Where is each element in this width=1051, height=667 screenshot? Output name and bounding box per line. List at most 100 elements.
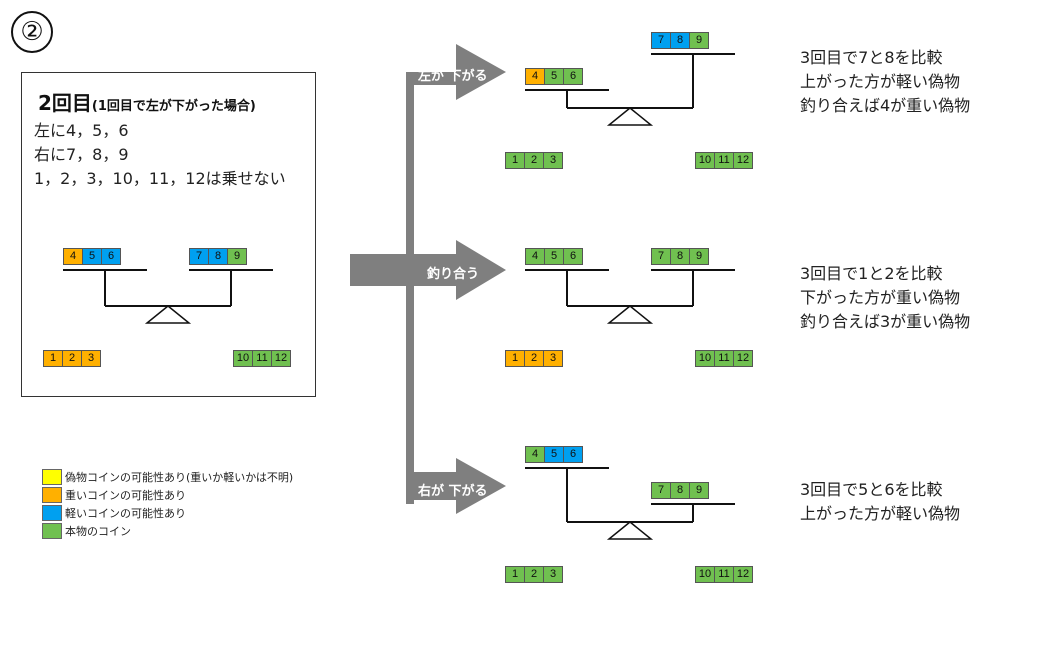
coin-9: 9 bbox=[689, 32, 709, 49]
coin-3: 3 bbox=[81, 350, 101, 367]
coin-5: 5 bbox=[544, 446, 564, 463]
outcome-label-balanced: 釣り合う bbox=[427, 267, 480, 282]
coin-4: 4 bbox=[525, 446, 545, 463]
result-line: 3回目で5と6を比較 bbox=[800, 480, 943, 499]
coin-7: 7 bbox=[189, 248, 209, 265]
arrow-stem-horizontal bbox=[350, 254, 406, 286]
coin-7: 7 bbox=[651, 32, 671, 49]
coin-8: 8 bbox=[208, 248, 228, 265]
coin-10: 10 bbox=[695, 350, 715, 367]
panel-title-main: 2回目 bbox=[38, 91, 92, 115]
scale-beam bbox=[525, 269, 735, 324]
result-description-left-down: 3回目で7と8を比較 上がった方が軽い偽物 釣り合えば4が重い偽物 bbox=[800, 46, 970, 118]
coin-3: 3 bbox=[543, 350, 563, 367]
result-line: 3回目で1と2を比較 bbox=[800, 264, 943, 283]
legend-light: 軽いコインの可能性あり bbox=[42, 505, 186, 521]
coin-4: 4 bbox=[525, 68, 545, 85]
panel-title-note: (1回目で左が下がった場合) bbox=[91, 99, 256, 114]
coin-6: 6 bbox=[101, 248, 121, 265]
coin-5: 5 bbox=[82, 248, 102, 265]
result-line: 上がった方が軽い偽物 bbox=[800, 504, 961, 523]
coin-3: 3 bbox=[543, 152, 563, 169]
legend-genuine: 本物のコイン bbox=[42, 523, 131, 539]
legend-unknown: 偽物コインの可能性あり(重いか軽いかは不明) bbox=[42, 469, 293, 485]
fulcrum bbox=[606, 521, 654, 540]
coin-9: 9 bbox=[227, 248, 247, 265]
coin-9: 9 bbox=[689, 482, 709, 499]
second-weighing-panel: 2回目(1回目で左が下がった場合) 左に4，5，6 右に7，8，9 1，2，3，… bbox=[21, 72, 316, 397]
arrow-head-balanced bbox=[406, 240, 506, 300]
coin-7: 7 bbox=[651, 482, 671, 499]
step-number: ② bbox=[11, 11, 53, 53]
scale-beam bbox=[525, 467, 735, 540]
arrow-head-left-down bbox=[406, 44, 506, 100]
branch-arrows bbox=[350, 44, 506, 514]
coin-12: 12 bbox=[271, 350, 291, 367]
legend-label: 軽いコインの可能性あり bbox=[65, 507, 186, 520]
coin-5: 5 bbox=[544, 248, 564, 265]
coin-7: 7 bbox=[651, 248, 671, 265]
coin-10: 10 bbox=[695, 152, 715, 169]
coin-8: 8 bbox=[670, 32, 690, 49]
coin-4: 4 bbox=[525, 248, 545, 265]
outcome-label-right-down: 右が 下がる bbox=[418, 484, 488, 499]
panel-line-left: 左に4，5，6 bbox=[34, 121, 129, 140]
coin-12: 12 bbox=[733, 152, 753, 169]
coin-2: 2 bbox=[524, 350, 544, 367]
coin-1: 1 bbox=[505, 566, 525, 583]
result-line: 3回目で7と8を比較 bbox=[800, 48, 943, 67]
legend-swatch bbox=[42, 487, 62, 503]
fulcrum bbox=[144, 305, 192, 324]
result-line: 下がった方が重い偽物 bbox=[800, 288, 961, 307]
coin-8: 8 bbox=[670, 482, 690, 499]
coin-10: 10 bbox=[695, 566, 715, 583]
coin-1: 1 bbox=[43, 350, 63, 367]
coin-6: 6 bbox=[563, 68, 583, 85]
panel-line-off: 1，2，3，10，11，12は乗せない bbox=[34, 169, 286, 188]
coin-9: 9 bbox=[689, 248, 709, 265]
arrow-head-right-down bbox=[406, 458, 506, 514]
outcome-label-left-down: 左が 下がる bbox=[418, 69, 488, 84]
coin-11: 11 bbox=[714, 566, 734, 583]
legend-swatch bbox=[42, 523, 62, 539]
legend-heavy: 重いコインの可能性あり bbox=[42, 487, 186, 503]
panel-title: 2回目(1回目で左が下がった場合) bbox=[38, 87, 256, 116]
coin-2: 2 bbox=[524, 152, 544, 169]
fulcrum bbox=[606, 305, 654, 324]
result-line: 上がった方が軽い偽物 bbox=[800, 72, 961, 91]
arrow-trunk-vertical bbox=[406, 72, 414, 504]
result-description-balanced: 3回目で1と2を比較 下がった方が重い偽物 釣り合えば3が重い偽物 bbox=[800, 262, 970, 334]
fulcrum bbox=[606, 107, 654, 126]
coin-11: 11 bbox=[252, 350, 272, 367]
coin-11: 11 bbox=[714, 152, 734, 169]
legend-label: 偽物コインの可能性あり(重いか軽いかは不明) bbox=[65, 471, 294, 484]
panel-line-right: 右に7，8，9 bbox=[34, 145, 129, 164]
result-line: 釣り合えば3が重い偽物 bbox=[800, 312, 971, 331]
legend-swatch bbox=[42, 505, 62, 521]
coin-2: 2 bbox=[524, 566, 544, 583]
legend-label: 本物のコイン bbox=[65, 525, 131, 538]
coin-8: 8 bbox=[670, 248, 690, 265]
legend-swatch bbox=[42, 469, 62, 485]
coin-2: 2 bbox=[62, 350, 82, 367]
coin-12: 12 bbox=[733, 350, 753, 367]
coin-11: 11 bbox=[714, 350, 734, 367]
result-line: 釣り合えば4が重い偽物 bbox=[800, 96, 971, 115]
coin-5: 5 bbox=[544, 68, 564, 85]
coin-3: 3 bbox=[543, 566, 563, 583]
